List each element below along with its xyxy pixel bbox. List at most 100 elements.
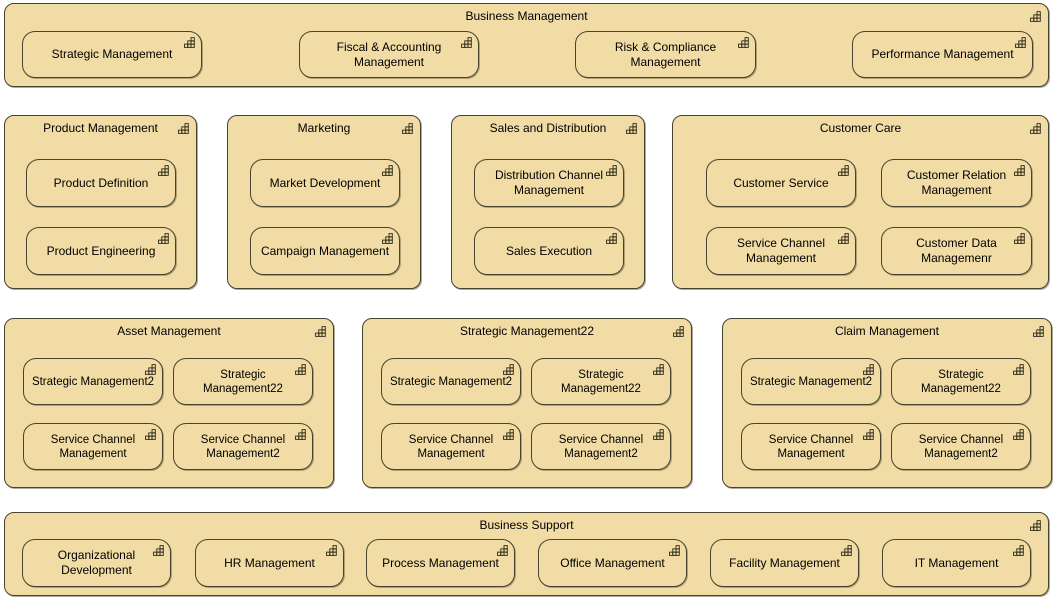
group-marketing[interactable]: Marketing Market Development xyxy=(227,115,421,289)
capability-office-management[interactable]: Office Management xyxy=(538,539,687,587)
group-sales-and-distribution[interactable]: Sales and Distribution Distribution Chan… xyxy=(451,115,645,289)
capability-service-channel-management[interactable]: Service Channel Management xyxy=(741,423,881,470)
capability-distribution-channel-management[interactable]: Distribution Channel Management xyxy=(474,159,624,207)
capability-service-channel-management[interactable]: Service Channel Management xyxy=(381,423,521,470)
capability-service-channel-management[interactable]: Service Channel Management xyxy=(23,423,163,470)
capability-icon xyxy=(862,427,875,440)
capability-label: Strategic Management22 xyxy=(561,368,641,395)
capability-icon xyxy=(837,163,850,176)
capability-icon xyxy=(1032,324,1045,337)
capability-label: Performance Management xyxy=(871,47,1014,61)
capability-label: Market Development xyxy=(269,175,381,190)
capability-customer-data-management[interactable]: Customer Data Managemenr xyxy=(881,227,1032,275)
group-asset-management[interactable]: Asset Management Strategic Management2 xyxy=(4,318,334,488)
capability-icon xyxy=(294,362,307,375)
capability-customer-service[interactable]: Customer Service xyxy=(706,159,856,207)
capability-icon xyxy=(177,121,190,134)
capability-icon xyxy=(840,543,853,556)
capability-label: Strategic Management22 xyxy=(203,368,283,395)
capability-label: Strategic Management22 xyxy=(921,368,1001,395)
capability-service-channel-management[interactable]: Service Channel Management xyxy=(706,227,856,275)
group-product-management[interactable]: Product Management Product Definition xyxy=(4,115,197,289)
group-customer-care[interactable]: Customer Care Customer Service xyxy=(672,115,1049,289)
capability-label: Service Channel Management xyxy=(408,433,494,460)
group-title: Sales and Distribution xyxy=(489,121,607,135)
capability-icon xyxy=(325,543,338,556)
capability-icon xyxy=(837,231,850,244)
capability-icon xyxy=(152,543,165,556)
capability-icon xyxy=(502,427,515,440)
capability-label: Strategic Management2 xyxy=(31,375,155,388)
capability-product-definition[interactable]: Product Definition xyxy=(26,159,176,207)
capability-label: Strategic Management2 xyxy=(749,375,873,388)
capability-label: Facility Management xyxy=(729,555,840,570)
capability-icon xyxy=(668,543,681,556)
group-title: Business Support xyxy=(479,518,574,532)
capability-label: Service Channel Management xyxy=(50,433,136,460)
group-title: Product Management xyxy=(43,121,158,135)
group-title: Asset Management xyxy=(117,324,221,338)
capability-icon xyxy=(157,163,170,176)
capability-icon xyxy=(144,362,157,375)
group-title: Customer Care xyxy=(819,121,902,135)
capability-icon xyxy=(1013,163,1026,176)
capability-icon xyxy=(157,231,170,244)
capability-strategic-management22[interactable]: Strategic Management22 xyxy=(173,358,313,405)
capability-icon xyxy=(1014,35,1027,48)
group-business-management[interactable]: Business Management Strategic Management xyxy=(4,3,1049,87)
capability-label: Campaign Management xyxy=(260,243,390,258)
capability-product-engineering[interactable]: Product Engineering xyxy=(26,227,176,275)
capability-market-development[interactable]: Market Development xyxy=(250,159,400,207)
capability-strategic-management2[interactable]: Strategic Management2 xyxy=(381,358,521,405)
capability-label: Strategic Management xyxy=(51,47,173,61)
capability-icon xyxy=(144,427,157,440)
group-business-support[interactable]: Business Support Organizational Developm… xyxy=(4,512,1049,596)
capability-customer-relation-management[interactable]: Customer Relation Management xyxy=(881,159,1032,207)
capability-risk-compliance-management[interactable]: Risk & Compliance Management xyxy=(575,31,756,78)
capability-icon xyxy=(1029,9,1042,22)
capability-strategic-management22[interactable]: Strategic Management22 xyxy=(891,358,1031,405)
capability-label: Office Management xyxy=(560,555,665,570)
capability-label: Risk & Compliance Management xyxy=(614,39,717,69)
capability-hr-management[interactable]: HR Management xyxy=(195,539,344,587)
group-title: Claim Management xyxy=(834,324,940,338)
capability-label: Process Management xyxy=(382,555,499,570)
capability-icon xyxy=(1012,543,1025,556)
capability-label: Service Channel Management2 xyxy=(918,433,1004,460)
capability-icon xyxy=(605,231,618,244)
capability-icon xyxy=(1012,362,1025,375)
group-strategic-management22[interactable]: Strategic Management22 Strategic Managem… xyxy=(362,318,692,488)
capability-campaign-management[interactable]: Campaign Management xyxy=(250,227,400,275)
capability-icon xyxy=(625,121,638,134)
capability-organizational-development[interactable]: Organizational Development xyxy=(22,539,171,587)
capability-strategic-management22[interactable]: Strategic Management22 xyxy=(531,358,671,405)
capability-it-management[interactable]: IT Management xyxy=(882,539,1031,587)
capability-label: Strategic Management2 xyxy=(389,375,513,388)
capability-label: Product Definition xyxy=(53,175,149,190)
capability-service-channel-management2[interactable]: Service Channel Management2 xyxy=(173,423,313,470)
capability-facility-management[interactable]: Facility Management xyxy=(710,539,859,587)
capability-icon xyxy=(862,362,875,375)
capability-label: Service Channel Management xyxy=(736,236,826,265)
capability-icon xyxy=(1013,231,1026,244)
capability-label: Distribution Channel Management xyxy=(494,168,604,197)
capability-performance-management[interactable]: Performance Management xyxy=(852,31,1033,78)
capability-process-management[interactable]: Process Management xyxy=(366,539,515,587)
group-claim-management[interactable]: Claim Management Strategic Management2 xyxy=(722,318,1052,488)
capability-service-channel-management2[interactable]: Service Channel Management2 xyxy=(891,423,1031,470)
capability-icon xyxy=(381,163,394,176)
capability-label: HR Management xyxy=(224,555,315,570)
capability-icon xyxy=(605,163,618,176)
capability-fiscal-accounting-management[interactable]: Fiscal & Accounting Management xyxy=(299,31,479,78)
capability-icon xyxy=(183,35,196,48)
capability-label: Service Channel Management2 xyxy=(558,433,644,460)
capability-label: Customer Data Managemenr xyxy=(916,236,997,265)
capability-strategic-management[interactable]: Strategic Management xyxy=(22,31,202,78)
capability-strategic-management2[interactable]: Strategic Management2 xyxy=(23,358,163,405)
capability-strategic-management2[interactable]: Strategic Management2 xyxy=(741,358,881,405)
capability-label: Organizational Development xyxy=(57,548,136,577)
capability-icon xyxy=(652,362,665,375)
capability-service-channel-management2[interactable]: Service Channel Management2 xyxy=(531,423,671,470)
capability-icon xyxy=(294,427,307,440)
capability-sales-execution[interactable]: Sales Execution xyxy=(474,227,624,275)
